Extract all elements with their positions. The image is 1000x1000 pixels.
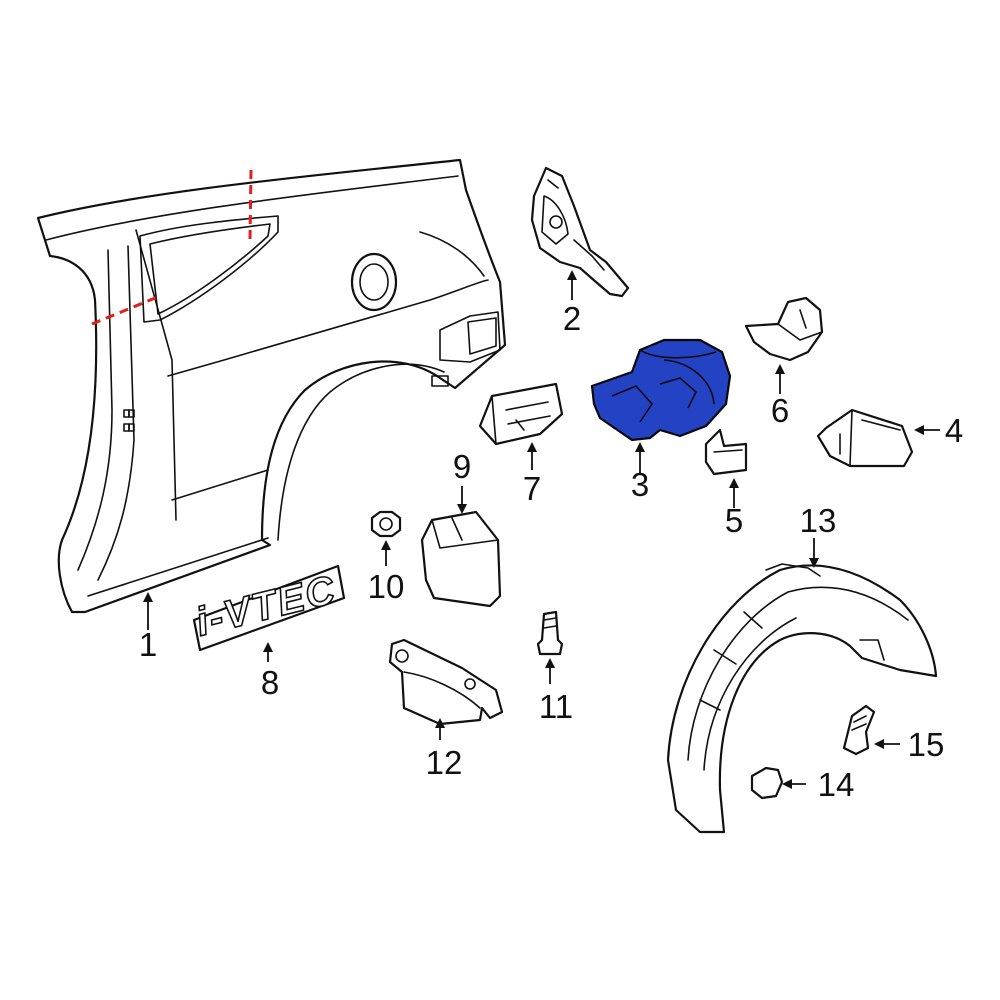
callout-labels: 1 2 3 4 5 6 7 8 9 10 11 12 13 14 15 [139,300,963,803]
callout-12: 12 [426,744,463,781]
callout-10: 10 [368,568,405,605]
callout-2: 2 [563,300,581,337]
part-3-fuel-filler-housing[interactable] [590,338,732,442]
part-13-fender-liner[interactable] [666,563,938,834]
callout-1: 1 [139,626,157,663]
callout-7: 7 [523,470,541,507]
callout-14: 14 [818,766,855,803]
callout-6: 6 [771,392,789,429]
part-9-cover[interactable] [420,510,502,608]
part-15-screw[interactable] [842,704,876,756]
part-3-highlight [590,338,732,442]
callout-13: 13 [800,502,837,539]
part-11-bolt[interactable] [536,610,564,656]
emblem-text: i-VTEC [192,567,342,644]
leader-lines [143,270,940,789]
cut-line-roof [248,169,253,241]
callout-15: 15 [908,726,945,763]
part-10-nut[interactable] [370,510,402,538]
part-2-bracket[interactable] [530,166,630,298]
callout-11: 11 [539,688,573,725]
part-12-bracket[interactable] [388,638,504,726]
part-7-latch[interactable] [478,382,564,446]
cut-line-pillar [91,294,161,326]
part-14-grommet[interactable] [750,766,784,800]
callout-8: 8 [261,664,279,701]
callout-3: 3 [631,466,649,503]
callout-9: 9 [453,448,471,485]
part-1-quarter-panel[interactable] [36,158,507,614]
callout-5: 5 [725,502,743,539]
part-4-fuel-lid[interactable] [816,408,914,468]
part-5-clip[interactable] [704,428,748,476]
callout-4: 4 [945,412,963,449]
part-8-emblem[interactable]: i-VTEC [191,564,346,652]
part-6-seal[interactable] [744,296,824,362]
